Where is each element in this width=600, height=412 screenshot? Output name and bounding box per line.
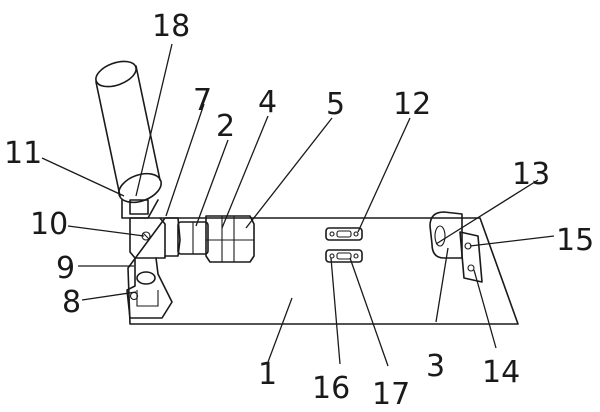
label-10: 10 (30, 207, 68, 242)
label-12: 12 (393, 87, 431, 122)
label-4: 4 (258, 85, 277, 120)
label-14: 14 (482, 355, 520, 390)
collar (159, 217, 181, 257)
label-15: 15 (556, 223, 594, 258)
tilted-tube (95, 60, 162, 204)
tube-clamp (121, 199, 159, 219)
label-5: 5 (326, 87, 345, 122)
end-plate (459, 231, 483, 283)
slot-upper (325, 227, 363, 241)
label-16: 16 (312, 371, 350, 406)
callout-labels: 18 7 2 4 5 12 11 13 10 15 9 8 1 16 17 3 … (4, 9, 594, 412)
label-3: 3 (426, 349, 445, 384)
roller (429, 211, 463, 259)
slot-lower (325, 249, 363, 263)
label-9: 9 (56, 251, 75, 286)
label-7: 7 (193, 83, 212, 118)
label-13: 13 (512, 157, 550, 192)
label-11: 11 (4, 136, 42, 171)
label-18: 18 (152, 9, 190, 44)
lower-bracket (126, 257, 173, 319)
leader-lines (41, 43, 555, 367)
label-1: 1 (258, 357, 277, 392)
shaft (177, 221, 209, 255)
label-2: 2 (216, 109, 235, 144)
label-8: 8 (62, 285, 81, 320)
label-17: 17 (372, 377, 410, 412)
coupling (205, 215, 255, 263)
